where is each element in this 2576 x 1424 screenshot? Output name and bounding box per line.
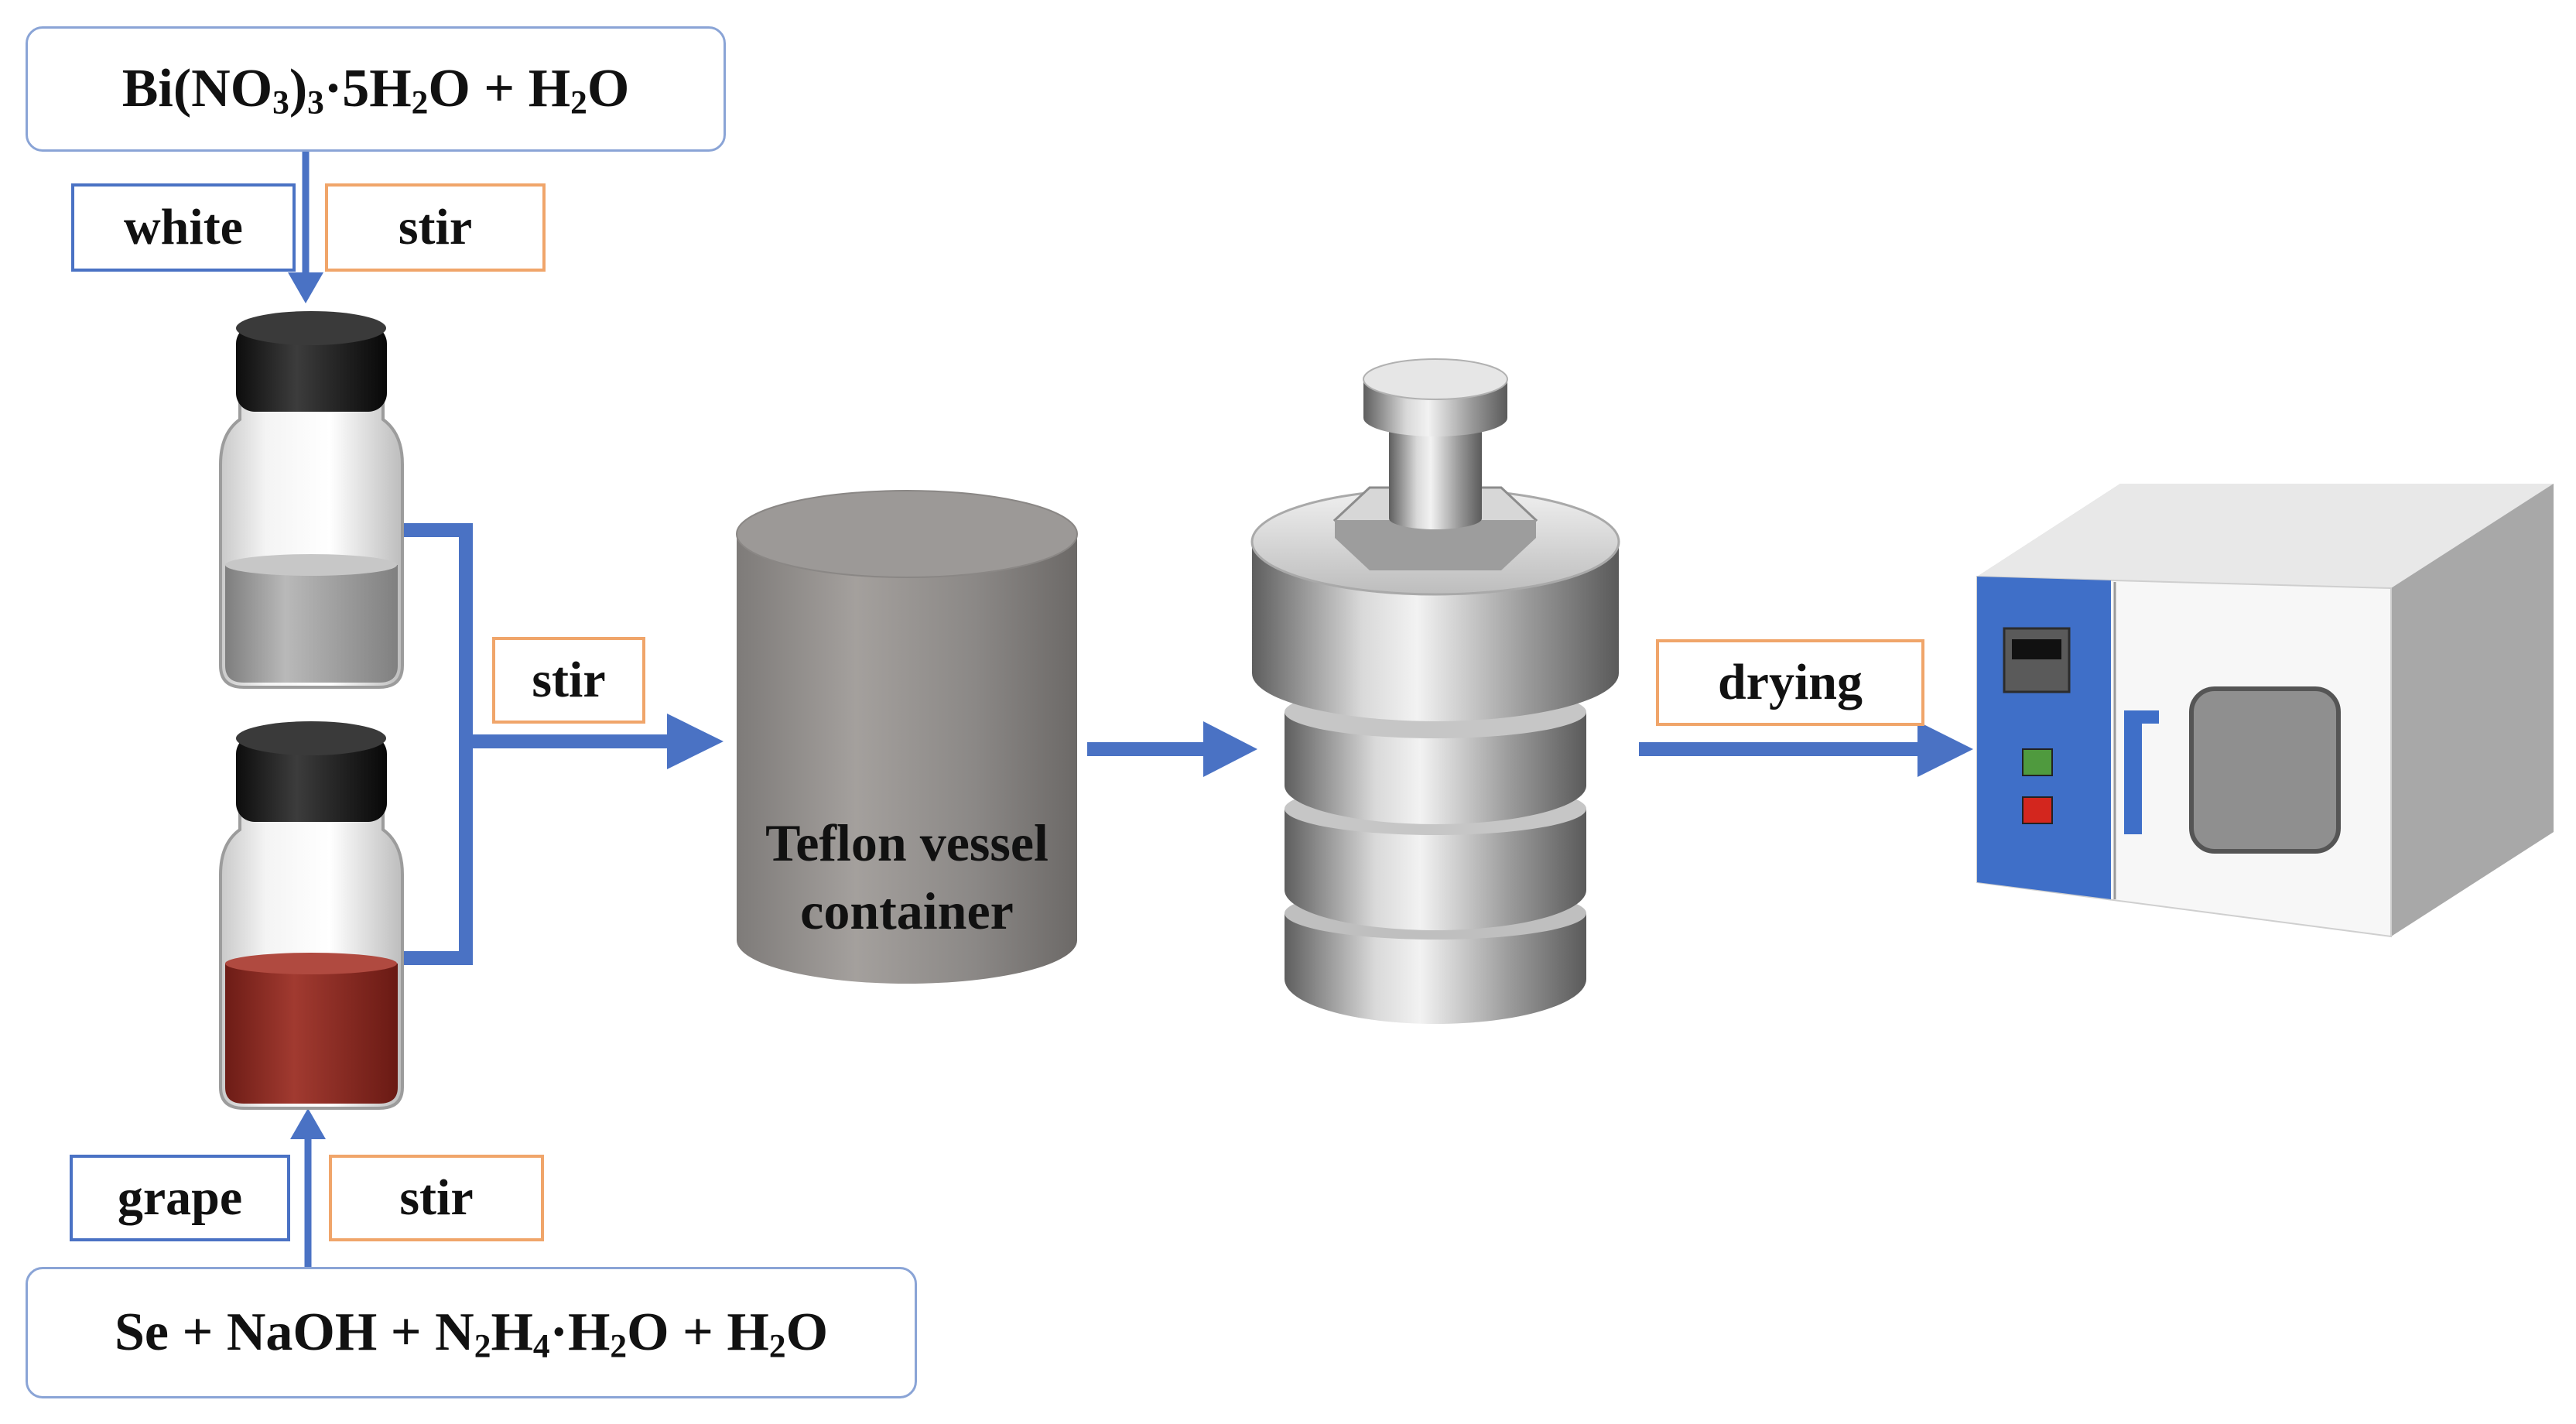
grape-label: grape [70, 1155, 290, 1241]
teflon-vessel [736, 490, 1078, 984]
drying-oven [1976, 484, 2554, 938]
teflon-vessel-label: Teflon vessel container [720, 809, 1094, 946]
drying-label: drying [1656, 639, 1924, 726]
oven-window [2189, 686, 2341, 854]
oven-door-handle [2124, 710, 2159, 834]
autoclave [1250, 358, 1620, 1024]
autoclave-arrowhead [1203, 721, 1257, 777]
grape-solution-vial [219, 721, 404, 1110]
stir-arrowhead [667, 714, 724, 769]
teflon-vessel-label-line1: Teflon vessel [765, 813, 1049, 872]
bottom-formula-text: Se + NaOH + N2H4·H2O + H2O [114, 1302, 829, 1365]
oven-display [2003, 627, 2071, 693]
top-formula-text: Bi(NO3)3·5H2O + H2O [121, 59, 630, 122]
white-label: white [71, 183, 296, 272]
oven-green-button [2022, 748, 2053, 776]
flow-arrows [288, 152, 1973, 1267]
teflon-vessel-label-line2: container [800, 881, 1014, 941]
top-feed-arrowhead [288, 272, 323, 303]
stir-bottom-label: stir [329, 1155, 544, 1241]
white-solution-vial [219, 311, 404, 689]
merge-bracket [404, 523, 473, 965]
oven-red-button [2022, 796, 2053, 824]
drying-arrowhead [1917, 721, 1973, 777]
oven-control-panel [1977, 577, 2111, 899]
bottom-feed-arrowhead [290, 1108, 326, 1139]
stir-middle-label: stir [492, 637, 645, 724]
bismuth-nitrate-formula-box: Bi(NO3)3·5H2O + H2O [26, 26, 726, 152]
stir-top-label: stir [325, 183, 546, 272]
selenium-solution-formula-box: Se + NaOH + N2H4·H2O + H2O [26, 1267, 917, 1398]
